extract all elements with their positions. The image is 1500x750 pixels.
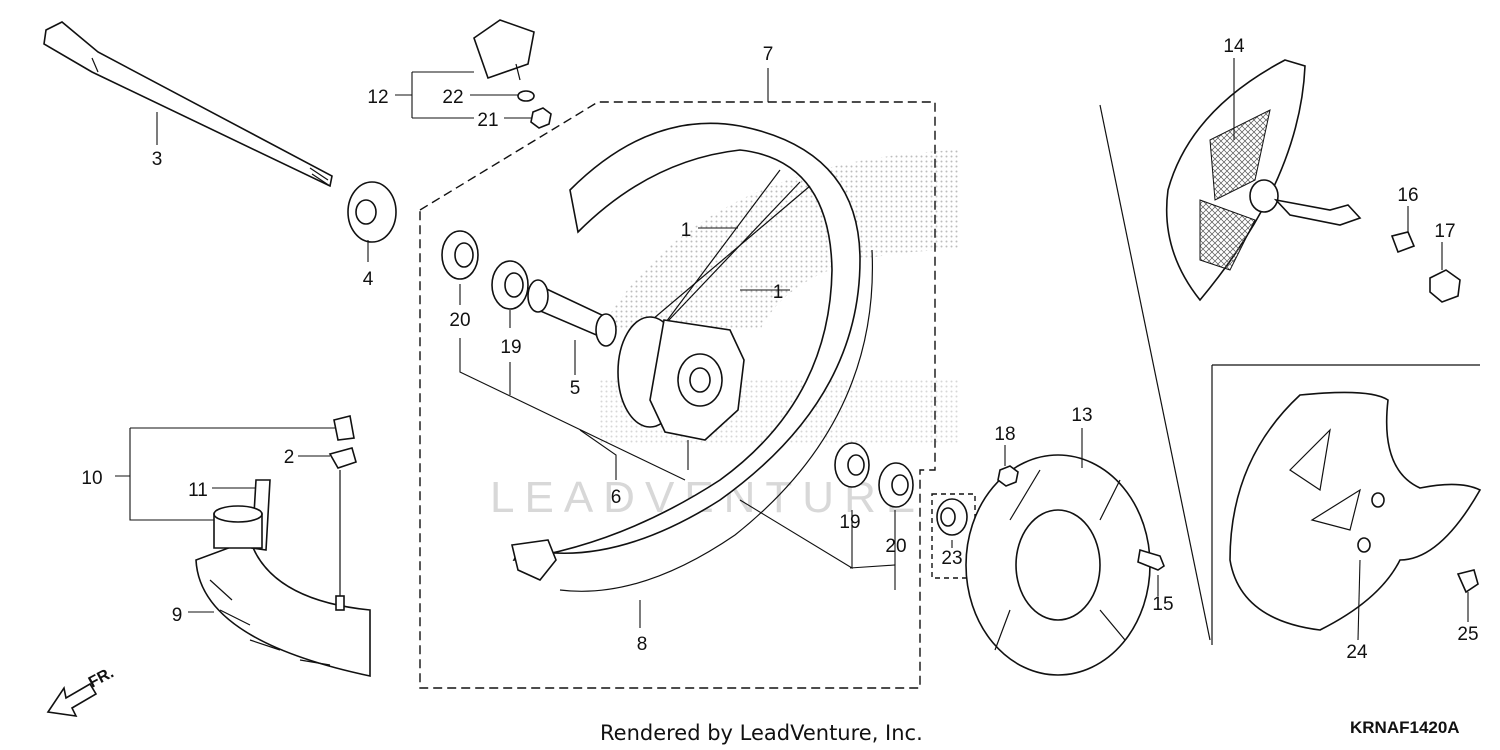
- seal-left: [491, 260, 529, 310]
- callout-13: 13: [1071, 405, 1092, 426]
- callout-8: 8: [637, 634, 648, 655]
- seal-right: [878, 462, 914, 508]
- callout-20b: 20: [885, 536, 906, 557]
- side-collar: [936, 498, 968, 536]
- spokes: [639, 169, 811, 341]
- front-direction-arrow: FR.: [46, 664, 117, 718]
- leader-lines: [115, 58, 1469, 641]
- axle-spacer: [347, 181, 397, 243]
- guard-screw-25: [1456, 569, 1479, 594]
- guard-bolt-16: [1390, 231, 1416, 254]
- inset-frame-upper: [1099, 104, 1211, 641]
- valve-stem: [335, 470, 345, 611]
- callout-3: 3: [152, 149, 163, 170]
- callout-19b: 19: [839, 512, 860, 533]
- callout-23: 23: [941, 548, 962, 569]
- rim-lock: [473, 19, 552, 129]
- callout-1b: 1: [773, 282, 784, 303]
- callout-24: 24: [1346, 642, 1368, 663]
- callout-21: 21: [477, 110, 498, 131]
- tube: [213, 505, 263, 549]
- callout-1a: 1: [681, 220, 692, 241]
- callout-20a: 20: [449, 310, 470, 331]
- callout-5: 5: [570, 378, 581, 399]
- callout-7: 7: [763, 44, 774, 65]
- guard-nut-17: [1429, 269, 1461, 303]
- callout-9: 9: [172, 605, 183, 626]
- callout-10: 10: [81, 468, 102, 489]
- brake-disc: [965, 454, 1151, 676]
- inset-frame-lower: [1211, 364, 1480, 645]
- callout-14: 14: [1223, 36, 1245, 57]
- hub: [617, 316, 745, 441]
- tire: [195, 538, 371, 677]
- valve-cap: [333, 415, 355, 441]
- footer-credit: Rendered by LeadVenture, Inc.: [600, 721, 923, 745]
- front-rim: [511, 122, 874, 592]
- valve-nut: [328, 447, 357, 469]
- callout-11: 11: [188, 480, 208, 501]
- disc-guard-lower: [1229, 391, 1482, 631]
- callout-4: 4: [363, 269, 374, 290]
- disc-nut: [997, 465, 1019, 487]
- distance-collar: [527, 279, 617, 347]
- callout-22: 22: [442, 87, 463, 108]
- callout-12: 12: [367, 87, 388, 108]
- bearing-left: [441, 230, 479, 280]
- callout-25: 25: [1457, 624, 1478, 645]
- callouts: 1 1 2 3 4 5 6 7 8 9 10 11 12 13 14 15 16…: [81, 36, 1478, 663]
- callout-6: 6: [611, 487, 622, 508]
- callout-15: 15: [1152, 594, 1173, 615]
- diagram-code: KRNAF1420A: [1350, 718, 1460, 737]
- disc-guard-upper: [1165, 59, 1362, 302]
- callout-2: 2: [284, 447, 295, 468]
- wheel-assembly-box: [419, 101, 936, 689]
- disc-bolt: [1137, 548, 1165, 571]
- axle: [43, 21, 333, 188]
- callout-17: 17: [1434, 221, 1455, 242]
- callout-19a: 19: [500, 337, 521, 358]
- callout-18: 18: [994, 424, 1015, 445]
- bearing-right: [834, 442, 870, 488]
- callout-16: 16: [1397, 185, 1418, 206]
